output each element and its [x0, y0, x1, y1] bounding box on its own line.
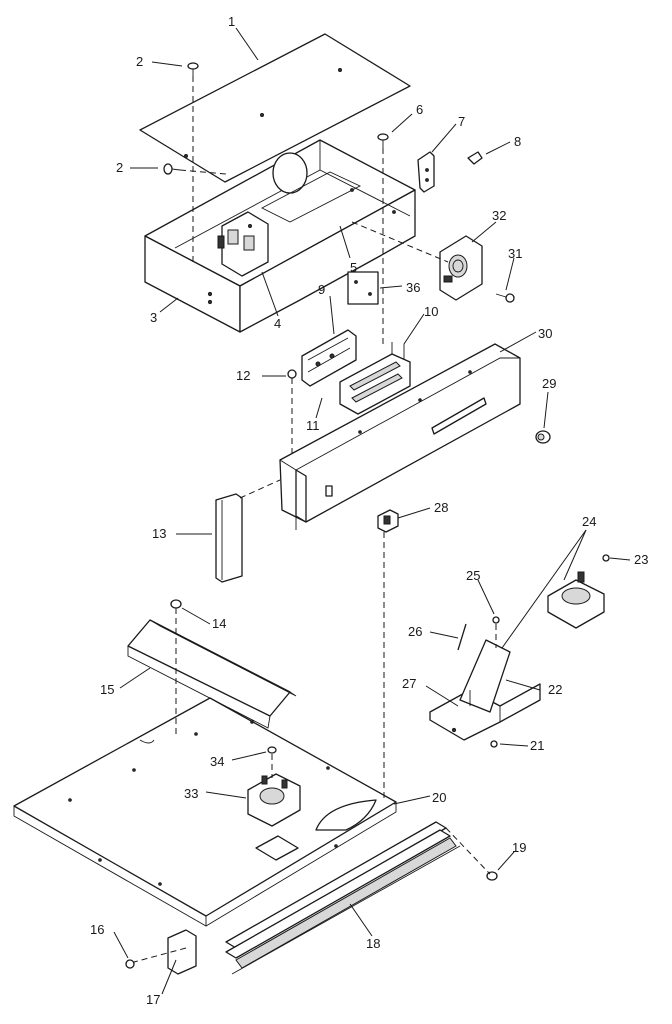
terminal-block: [217, 211, 269, 277]
callout-2-top: 2: [136, 54, 143, 69]
leader-lines: [113, 27, 631, 995]
callout-27: 27: [402, 676, 416, 691]
callout-labels: 1 2 2 3 4 5 6 7 8 9 10 11 12 13 14 15 16…: [90, 14, 648, 1007]
callout-28: 28: [434, 500, 448, 515]
screw-25: [492, 616, 500, 624]
callout-21: 21: [530, 738, 544, 753]
callout-8: 8: [514, 134, 521, 149]
screw-31: [495, 293, 515, 303]
callout-6: 6: [416, 102, 423, 117]
knob-29: [535, 430, 551, 444]
callout-13: 13: [152, 526, 166, 541]
callout-14: 14: [212, 616, 226, 631]
callout-7: 7: [458, 114, 465, 129]
callout-29: 29: [542, 376, 556, 391]
support-channel: [127, 619, 297, 729]
callout-34: 34: [210, 754, 224, 769]
callout-16: 16: [90, 922, 104, 937]
callout-22: 22: [548, 682, 562, 697]
screw-14: [170, 599, 182, 609]
callout-10: 10: [424, 304, 438, 319]
screw-34: [267, 746, 277, 754]
clip-fastener: [467, 151, 483, 165]
control-board: [301, 329, 357, 387]
cabinet-housing: [144, 139, 416, 333]
callout-23: 23: [634, 552, 648, 567]
callout-24: 24: [582, 514, 596, 529]
screw-21: [490, 740, 498, 748]
latch-motor-24: [547, 571, 605, 629]
small-bracket: [417, 151, 435, 193]
thermostat-33: [247, 773, 301, 827]
callout-1: 1: [228, 14, 235, 29]
switch-receptacle: [439, 235, 483, 301]
screw-2-top: [187, 62, 199, 76]
front-control-panel: [279, 343, 521, 530]
pin-26: [457, 623, 467, 651]
callout-26: 26: [408, 624, 422, 639]
screw-16: [125, 959, 135, 969]
callout-32: 32: [492, 208, 506, 223]
callout-3: 3: [150, 310, 157, 325]
screw-23: [602, 554, 610, 562]
callout-9: 9: [318, 282, 325, 297]
callout-33: 33: [184, 786, 198, 801]
side-trim-panel: [215, 493, 243, 583]
callout-30: 30: [538, 326, 552, 341]
callout-36: 36: [406, 280, 420, 295]
screw-12: [287, 369, 297, 379]
callout-5: 5: [350, 260, 357, 275]
callout-4: 4: [274, 316, 281, 331]
callout-11: 11: [306, 418, 320, 433]
base-plate: [13, 697, 397, 927]
front-rail: [225, 821, 461, 975]
callout-18: 18: [366, 936, 380, 951]
small-plate: [347, 271, 379, 305]
callout-25: 25: [466, 568, 480, 583]
callout-12: 12: [236, 368, 250, 383]
bracket-assembly: [339, 342, 411, 415]
callout-2-side: 2: [116, 160, 123, 175]
latch-bracket-22: [429, 639, 541, 741]
callout-31: 31: [508, 246, 522, 261]
callout-20: 20: [432, 790, 446, 805]
assembly-lines: [133, 76, 497, 963]
grommet-28: [377, 509, 399, 533]
screw-6: [377, 133, 389, 148]
top-cover-panel: [139, 33, 411, 183]
callout-19: 19: [512, 840, 526, 855]
callout-17: 17: [146, 992, 160, 1007]
callout-15: 15: [100, 682, 114, 697]
screw-19: [486, 871, 498, 881]
screw-2-side: [163, 163, 181, 175]
